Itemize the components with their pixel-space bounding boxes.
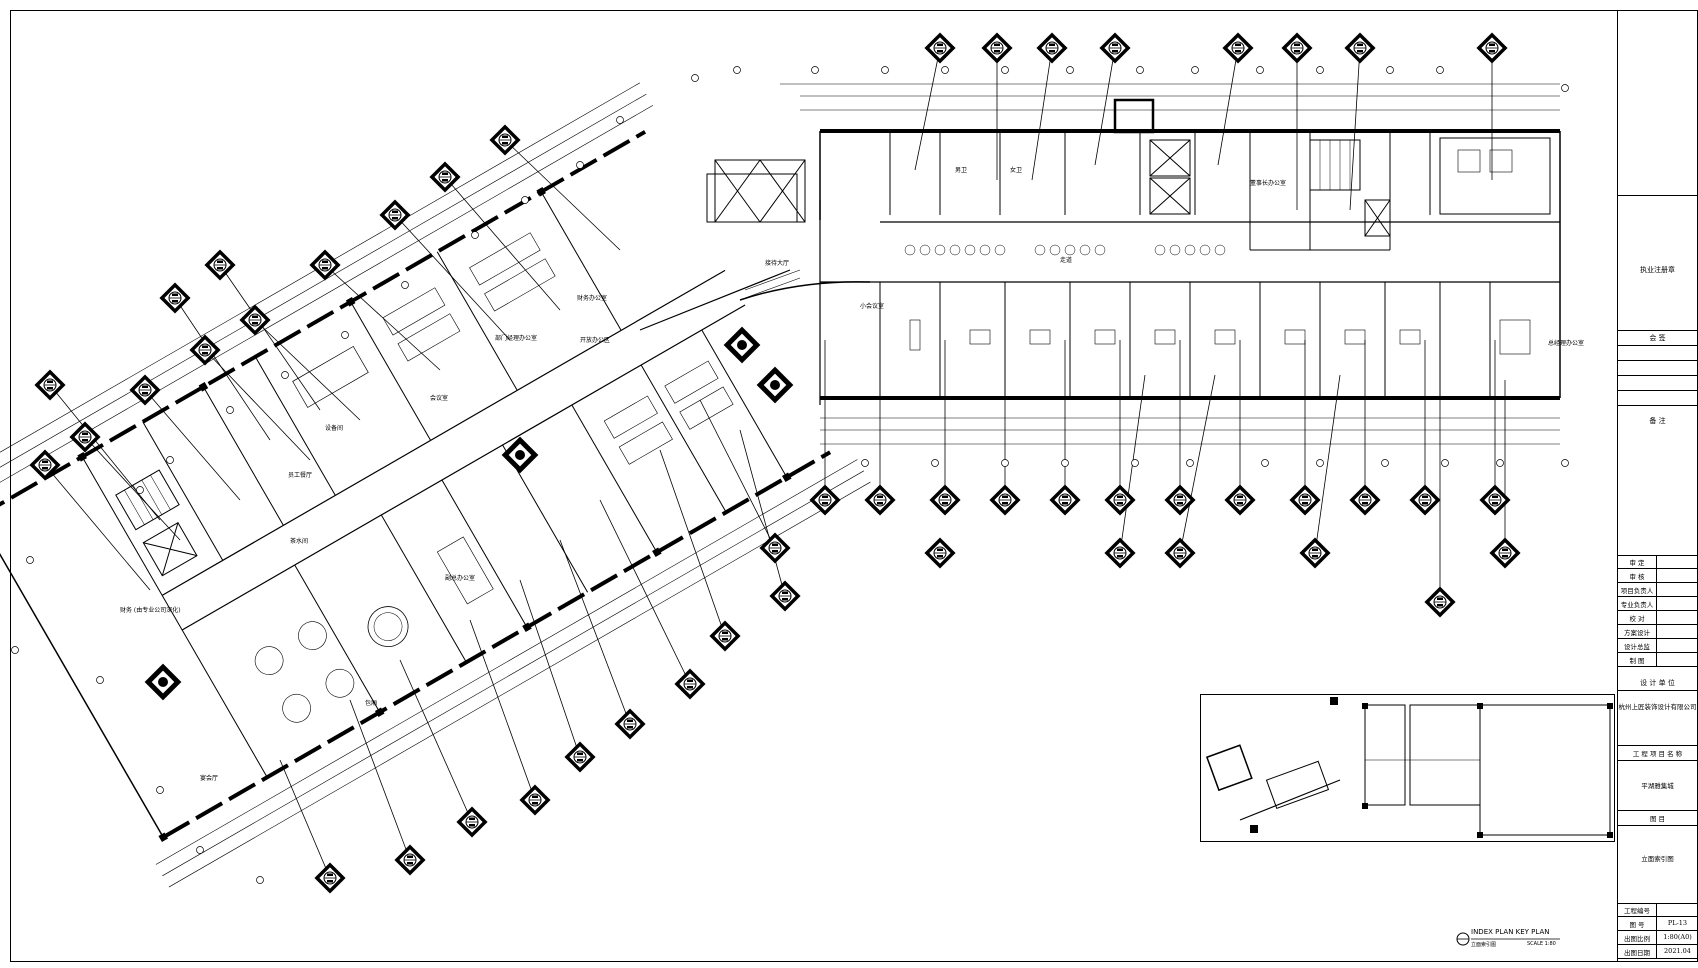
role-signature <box>1656 555 1698 568</box>
role-signature <box>1656 653 1698 666</box>
role-label: 审 定 <box>1629 559 1645 567</box>
room-label: 设备间 <box>325 424 343 432</box>
design-unit-label: 设 计 单 位 <box>1618 678 1697 691</box>
legend-symbol <box>1456 932 1560 946</box>
meta-value: 1:80(A0) <box>1656 931 1698 944</box>
room-label: 包厢 <box>365 699 377 707</box>
drawing-legend: INDEX PLAN KEY PLAN 立面索引图 SCALE 1:80 <box>1455 928 1565 949</box>
project-name-label: 工 程 项 目 名 称 <box>1632 750 1683 758</box>
role-row: 专业负责人 <box>1618 597 1697 611</box>
meta-value: 2021.04 <box>1656 945 1698 958</box>
role-signature <box>1656 639 1698 652</box>
role-signature <box>1656 569 1698 582</box>
room-label: 接待大厅 <box>765 259 789 267</box>
role-row: 校 对 <box>1618 611 1697 625</box>
meta-label: 出图比例 <box>1624 935 1650 943</box>
room-label: 小会议室 <box>860 302 884 310</box>
design-unit: 杭州上匠装饰设计有限公司 <box>1618 703 1697 711</box>
remarks-label: 备 注 <box>1649 417 1666 425</box>
room-label: 董事长办公室 <box>1250 179 1286 187</box>
meta-row: 图 号 PL-13 <box>1618 917 1697 931</box>
meta-label: 出图日期 <box>1624 949 1650 957</box>
role-signature <box>1656 583 1698 596</box>
role-label: 专业负责人 <box>1620 601 1654 609</box>
room-label: 茶水间 <box>290 537 308 545</box>
meta-label: 工程编号 <box>1624 907 1650 915</box>
project-name: 平湖雅集城 <box>1641 782 1674 790</box>
title-block: 执业注册章 会 签 备 注 审 定审 核项目负责人专业负责人校 对方案设计设计总… <box>1617 10 1697 962</box>
legend-title: INDEX PLAN KEY PLAN <box>1471 928 1550 936</box>
stamp-label: 执业注册章 <box>1640 266 1675 274</box>
meta-row: 出图日期 2021.04 <box>1618 945 1697 959</box>
role-row: 方案设计 <box>1618 625 1697 639</box>
room-label: 副总办公室 <box>445 574 475 582</box>
room-label: 财务 (由专业公司深化) <box>120 606 181 614</box>
room-label: 总经理办公室 <box>1548 339 1584 347</box>
role-label: 方案设计 <box>1624 629 1650 637</box>
room-label: 走道 <box>1060 256 1072 264</box>
meta-row: 出图比例 1:80(A0) <box>1618 931 1697 945</box>
drawing-title: 立面索引图 <box>1641 855 1674 863</box>
role-signature <box>1656 611 1698 624</box>
role-label: 设计总监 <box>1624 643 1650 651</box>
room-label: 会议室 <box>430 394 448 402</box>
role-label: 校 对 <box>1629 615 1645 623</box>
role-row: 项目负责人 <box>1618 583 1697 597</box>
room-label: 开放办公区 <box>580 336 610 344</box>
meta-label: 图 号 <box>1629 921 1645 929</box>
role-label: 审 核 <box>1629 573 1645 581</box>
role-label: 项目负责人 <box>1620 587 1654 595</box>
sign-label: 会 签 <box>1649 334 1666 342</box>
drawing-title-label: 图 目 <box>1649 815 1666 823</box>
meta-row: 工程编号 <box>1618 903 1697 917</box>
room-label: 男卫 <box>955 167 967 174</box>
legend-scale: SCALE 1:80 <box>1527 941 1556 947</box>
room-label: 财务办公室 <box>577 294 607 302</box>
role-signature <box>1656 597 1698 610</box>
role-row: 审 核 <box>1618 569 1697 583</box>
role-row: 制 图 <box>1618 653 1697 667</box>
key-plan <box>1200 694 1615 842</box>
meta-value <box>1656 903 1698 916</box>
role-row: 审 定 <box>1618 555 1697 569</box>
legend-subtitle: 立面索引图 <box>1471 942 1497 948</box>
role-signature <box>1656 625 1698 638</box>
role-label: 制 图 <box>1629 657 1645 665</box>
role-row: 设计总监 <box>1618 639 1697 653</box>
room-label: 员工餐厅 <box>288 471 312 479</box>
room-label: 部门经理办公室 <box>495 334 537 342</box>
room-label: 宴会厅 <box>200 774 218 782</box>
room-label: 女卫 <box>1010 166 1022 174</box>
meta-value: PL-13 <box>1656 917 1698 930</box>
